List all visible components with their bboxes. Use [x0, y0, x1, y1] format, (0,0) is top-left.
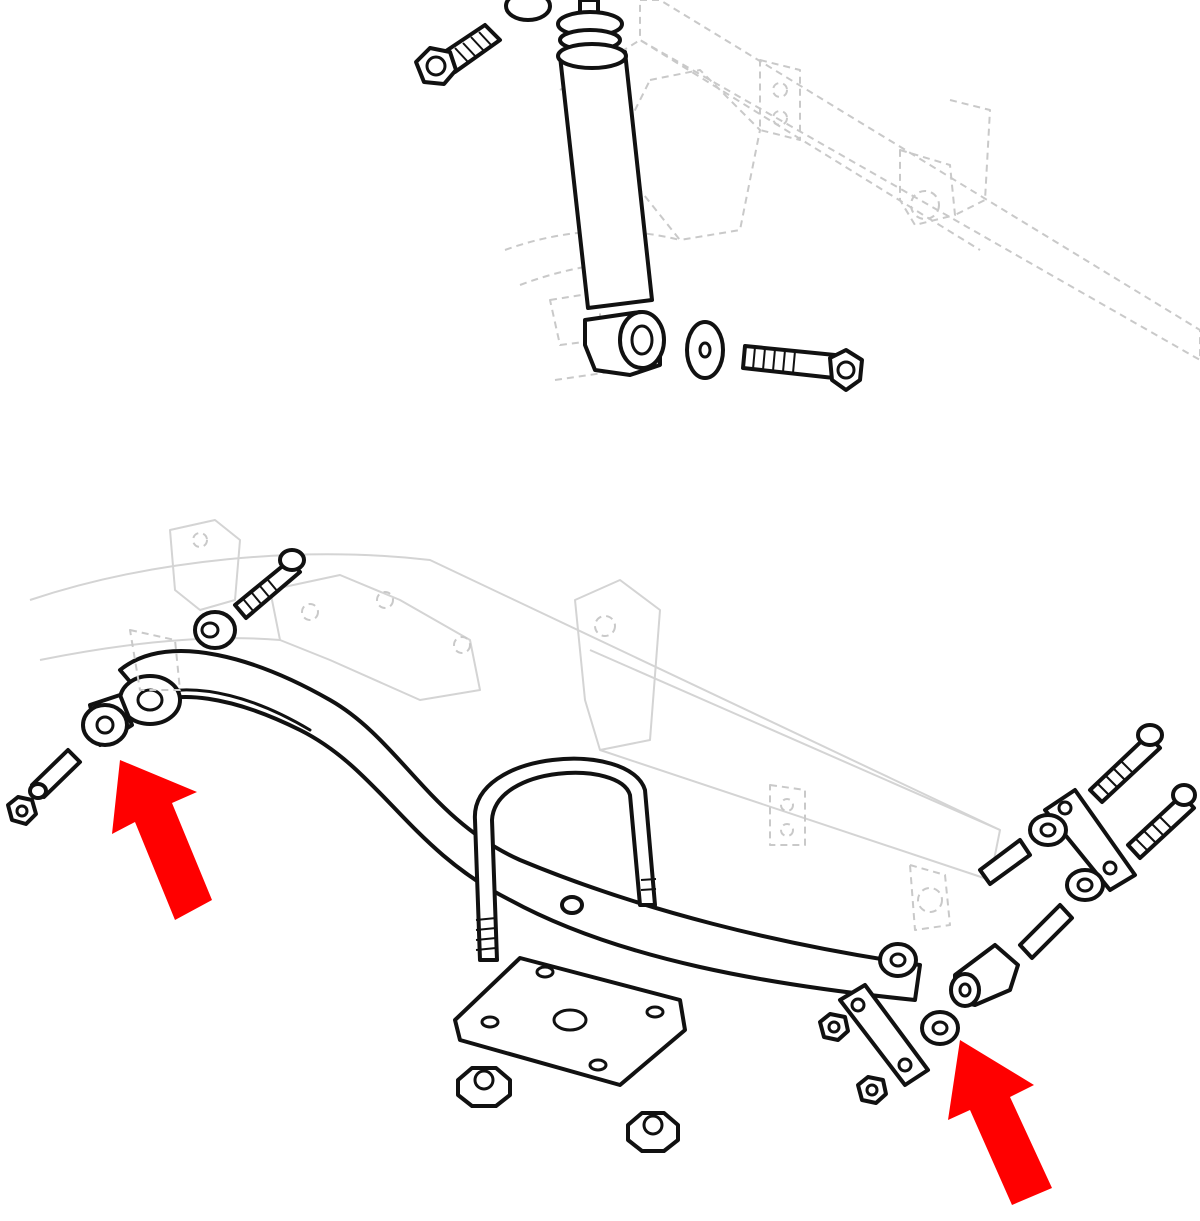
lower-mount-bolt [741, 344, 864, 392]
leaf-spring [118, 649, 922, 1002]
shock-absorber [556, 0, 666, 377]
rear-eye-bushing [878, 942, 918, 978]
center-pin [560, 895, 584, 915]
upper-washer [504, 0, 552, 22]
front-sleeve [28, 748, 82, 800]
red-arrow-icon-right [948, 1040, 1052, 1205]
rear-spring-eye [949, 943, 1020, 1008]
u-bolt-nut-right [626, 1111, 680, 1153]
front-hanger-bracket [129, 629, 181, 691]
rear-shackle-nuts [818, 1012, 888, 1105]
rear-shackle-bushings [920, 813, 1105, 1046]
rear-shackle-sleeves [978, 838, 1074, 960]
u-bolt-nut-left [456, 1066, 512, 1108]
rear-shackle-plate-inner [838, 983, 930, 1087]
frame-ghost-bottom [29, 519, 1001, 931]
u-bolt [472, 756, 657, 962]
front-nut [6, 795, 38, 826]
front-bushing-lower [81, 693, 134, 747]
upper-mount-bolt [414, 23, 502, 86]
front-pivot-bolt [233, 548, 306, 620]
front-bushing-upper [193, 610, 237, 650]
lower-washer [685, 320, 725, 380]
rear-shackle-plate-outer [1043, 788, 1137, 892]
rear-shackle-bolt-upper [1088, 723, 1164, 804]
spring-plate [453, 956, 687, 1087]
rear-shackle-bolt-lower [1126, 783, 1197, 860]
red-arrow-icon [112, 760, 212, 920]
